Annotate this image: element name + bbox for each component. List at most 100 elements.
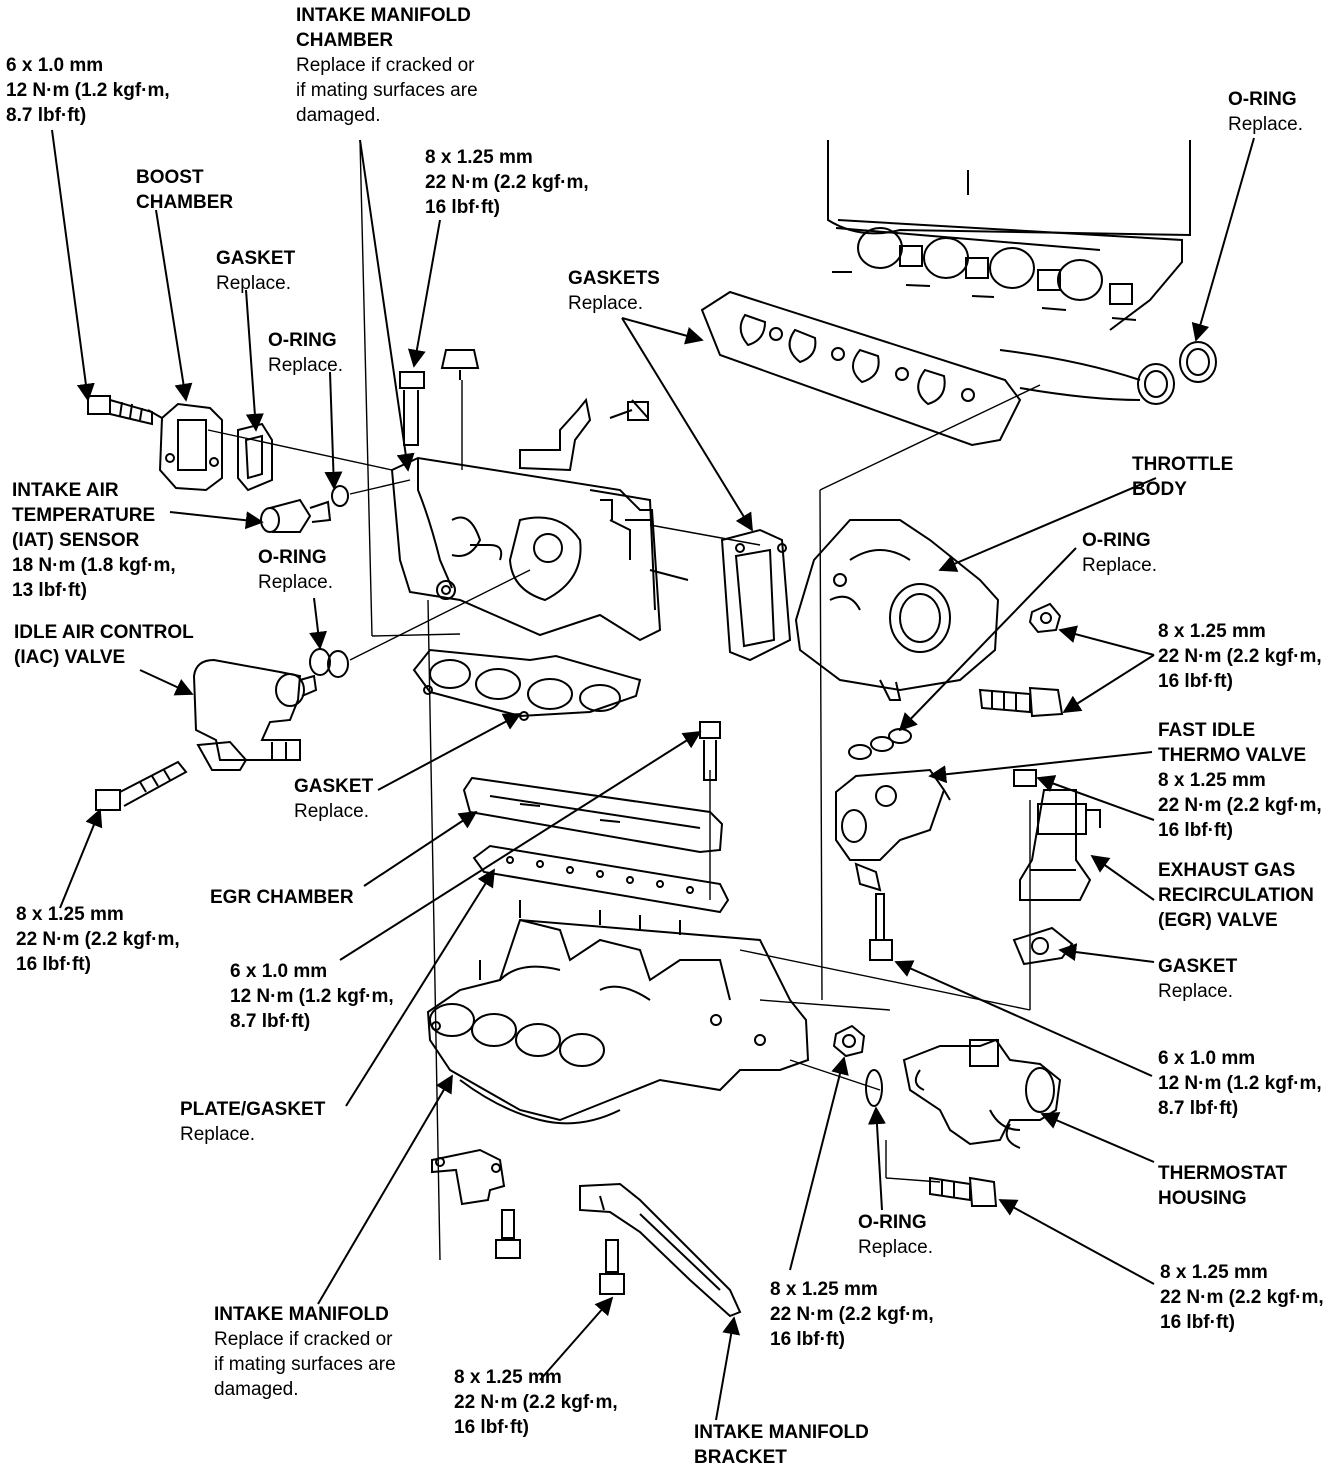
leader-oring-mid-right bbox=[898, 547, 1077, 732]
leader-bolt-6x10-right bbox=[894, 960, 1153, 1077]
part-title: O-RING bbox=[268, 330, 337, 351]
egr-bolt-drawing bbox=[699, 721, 721, 781]
bolt-torque: 22 N·m (2.2 kgf·m, bbox=[1158, 795, 1322, 816]
label-bolt-6x10-mid: 6 x 1.0 mm 12 N·m (1.2 kgf·m, 8.7 lbf·ft… bbox=[230, 959, 394, 1034]
top-right-orings-drawing bbox=[1137, 341, 1217, 405]
bolt-torque-lbf: 16 lbf·ft) bbox=[454, 1417, 529, 1438]
part-note-line3: damaged. bbox=[214, 1379, 299, 1400]
leader-chamber bbox=[359, 139, 415, 472]
label-plate-gasket: PLATE/GASKET Replace. bbox=[180, 1097, 325, 1147]
lower-chamber-gasket-drawing bbox=[412, 648, 642, 721]
bolt-torque-lbf: 8.7 lbf·ft) bbox=[6, 105, 87, 126]
leader-gaskets-a bbox=[621, 317, 704, 345]
boost-bolt-drawing bbox=[87, 395, 153, 426]
label-fast-idle-thermo-valve: FAST IDLE THERMO VALVE 8 x 1.25 mm 22 N·… bbox=[1158, 718, 1322, 843]
part-title: O-RING bbox=[1228, 89, 1297, 110]
part-title: GASKET bbox=[216, 248, 296, 269]
part-title: THERMOSTAT bbox=[1158, 1163, 1288, 1184]
bolt-torque: 22 N·m (2.2 kgf·m, bbox=[1158, 646, 1322, 667]
part-title: GASKETS bbox=[568, 268, 660, 289]
leader-egr-chamber bbox=[363, 811, 478, 887]
part-note: Replace. bbox=[1228, 114, 1303, 135]
intake-manifold-drawing bbox=[426, 900, 810, 1125]
part-note-line3: damaged. bbox=[296, 105, 381, 126]
label-oring-top-right: O-RING Replace. bbox=[1228, 87, 1303, 137]
leader-bracket bbox=[715, 1316, 741, 1421]
leader-iat bbox=[169, 511, 264, 530]
bolt-spec: 8 x 1.25 mm bbox=[770, 1279, 878, 1300]
label-egr-valve: EXHAUST GAS RECIRCULATION (EGR) VALVE bbox=[1158, 858, 1314, 933]
part-title: O-RING bbox=[1082, 530, 1151, 551]
label-bolt-825-top: 8 x 1.25 mm 22 N·m (2.2 kgf·m, 16 lbf·ft… bbox=[425, 145, 589, 220]
part-note: Replace. bbox=[268, 355, 343, 376]
intake-manifold-bracket-drawing bbox=[579, 1182, 742, 1318]
iac-bolt-drawing bbox=[95, 760, 188, 811]
label-egr-chamber: EGR CHAMBER bbox=[210, 885, 354, 910]
label-bolt-825-right1: 8 x 1.25 mm 22 N·m (2.2 kgf·m, 16 lbf·ft… bbox=[1158, 619, 1322, 694]
part-title-line3: (EGR) VALVE bbox=[1158, 910, 1278, 931]
part-note: Replace if cracked or bbox=[296, 55, 475, 76]
throttle-nut-drawing bbox=[1028, 602, 1062, 634]
egr-gasket-drawing bbox=[1012, 926, 1074, 966]
part-title: INTAKE MANIFOLD bbox=[296, 5, 471, 26]
part-torque: 18 N·m (1.8 kgf·m, bbox=[12, 555, 176, 576]
part-title: EGR CHAMBER bbox=[210, 887, 354, 908]
part-note: Replace. bbox=[180, 1124, 255, 1145]
boost-gasket-drawing bbox=[237, 422, 273, 492]
leader-throttle bbox=[938, 477, 1157, 572]
label-iat-sensor: INTAKE AIR TEMPERATURE (IAT) SENSOR 18 N… bbox=[12, 478, 176, 603]
lower-bolt-left-drawing bbox=[495, 1209, 521, 1259]
part-title: IDLE AIR CONTROL bbox=[14, 622, 194, 643]
part-title: FAST IDLE bbox=[1158, 720, 1256, 741]
part-title: GASKET bbox=[294, 776, 374, 797]
part-title-line2: HOUSING bbox=[1158, 1188, 1247, 1209]
plate-gasket-drawing bbox=[472, 844, 730, 914]
throttle-body-drawing bbox=[794, 519, 1000, 701]
leader-oring-bottom bbox=[867, 1106, 886, 1211]
cylinder-head-drawing bbox=[827, 140, 1191, 401]
thermostat-housing-drawing bbox=[902, 1038, 1062, 1149]
boost-chamber-drawing bbox=[147, 402, 223, 492]
leader-bolt-825-right1-b bbox=[1062, 654, 1155, 713]
part-title: O-RING bbox=[258, 547, 327, 568]
lower-bolt-mid-drawing bbox=[599, 1239, 625, 1295]
label-gasket-mid: GASKET Replace. bbox=[294, 774, 373, 824]
bolt-spec: 8 x 1.25 mm bbox=[1160, 1262, 1268, 1283]
label-boost-chamber: BOOST CHAMBER bbox=[136, 165, 233, 215]
bolt-torque-lbf: 16 lbf·ft) bbox=[16, 954, 91, 975]
leader-bolt-825-left bbox=[59, 808, 103, 909]
leader-manifold bbox=[317, 1074, 453, 1305]
bolt-spec: 8 x 1.25 mm bbox=[425, 147, 533, 168]
part-note: Replace. bbox=[1158, 981, 1233, 1002]
bolt-spec: 6 x 1.0 mm bbox=[1158, 1048, 1256, 1069]
part-note: Replace. bbox=[294, 801, 369, 822]
leader-boost bbox=[155, 209, 193, 402]
part-note: Replace. bbox=[258, 572, 333, 593]
label-bolt-825-bottom-right: 8 x 1.25 mm 22 N·m (2.2 kgf·m, 16 lbf·ft… bbox=[1160, 1260, 1324, 1335]
throttle-gasket-drawing bbox=[720, 528, 792, 662]
chamber-bolts-drawing bbox=[399, 349, 480, 446]
part-title-line2: CHAMBER bbox=[296, 30, 394, 51]
iac-valve-drawing bbox=[192, 658, 318, 771]
label-oring-mid-right: O-RING Replace. bbox=[1082, 528, 1157, 578]
bolt-torque: 22 N·m (2.2 kgf·m, bbox=[16, 929, 180, 950]
bolt-torque-lbf: 8.7 lbf·ft) bbox=[1158, 1098, 1239, 1119]
part-title: PLATE/GASKET bbox=[180, 1099, 326, 1120]
part-title: INTAKE MANIFOLD bbox=[694, 1422, 869, 1443]
thermostat-bolt-drawing bbox=[929, 1176, 998, 1207]
bolt-spec: 6 x 1.0 mm bbox=[230, 961, 328, 982]
egr-chamber-drawing bbox=[462, 776, 724, 854]
part-note: Replace. bbox=[568, 293, 643, 314]
part-note-line2: if mating surfaces are bbox=[296, 80, 478, 101]
leader-bolt-825-right1-a bbox=[1058, 625, 1155, 656]
label-gasket-top: GASKET Replace. bbox=[216, 246, 295, 296]
label-bolt-825-left: 8 x 1.25 mm 22 N·m (2.2 kgf·m, 16 lbf·ft… bbox=[16, 902, 180, 977]
throttle-orings-drawing bbox=[848, 728, 912, 760]
leader-fast-idle bbox=[928, 751, 1153, 784]
upper-gaskets-drawing bbox=[700, 290, 1022, 447]
egr-valve-drawing bbox=[1013, 769, 1101, 901]
part-title: THROTTLE bbox=[1132, 454, 1234, 475]
leader-iac bbox=[139, 669, 194, 696]
label-gasket-right: GASKET Replace. bbox=[1158, 954, 1237, 1004]
bolt-spec: 6 x 1.0 mm bbox=[6, 55, 104, 76]
